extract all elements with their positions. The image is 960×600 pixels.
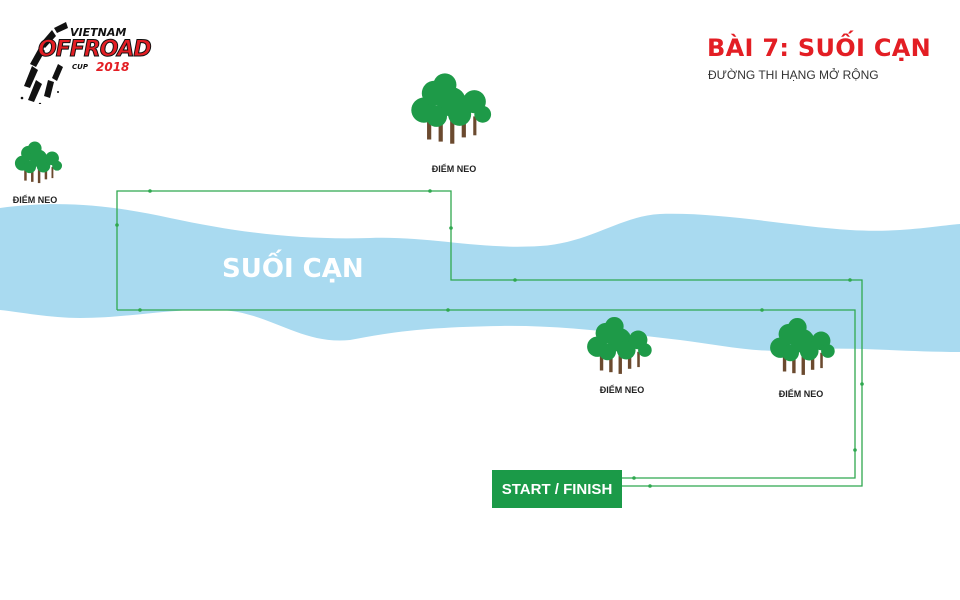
- vietnam-offroad-cup-logo: VIETNAM OFFROAD CUP 2018: [18, 20, 156, 104]
- track-arrows: [115, 189, 864, 488]
- logo-text-vietnam: VIETNAM: [70, 26, 127, 39]
- stream-label: SUỐI CẠN: [222, 254, 364, 284]
- start-finish-box: START / FINISH: [492, 470, 622, 508]
- tree-cluster-top-left: [14, 141, 63, 184]
- page-title: BÀI 7: SUỐI CẠN: [707, 34, 932, 62]
- anchor-label-right-center: ĐIỂM NEO: [599, 385, 645, 395]
- anchor-label-top-center: ĐIỂM NEO: [431, 164, 477, 174]
- track-outer: [116, 190, 863, 487]
- tire-track-icon: [20, 22, 68, 104]
- logo-text-offroad: OFFROAD: [38, 37, 153, 63]
- track-inner: [117, 309, 856, 479]
- logo-text-cup: CUP: [72, 63, 88, 71]
- anchor-label-top-left: ĐIỂM NEO: [12, 195, 58, 205]
- anchor-label-right: ĐIỂM NEO: [778, 389, 824, 399]
- page-subtitle: ĐƯỜNG THI HẠNG MỞ RỘNG: [708, 68, 879, 82]
- stream-water: [0, 204, 960, 352]
- track-route: [116, 190, 863, 487]
- tree-cluster-top-center: [411, 73, 492, 144]
- logo-text-year: 2018: [96, 60, 130, 74]
